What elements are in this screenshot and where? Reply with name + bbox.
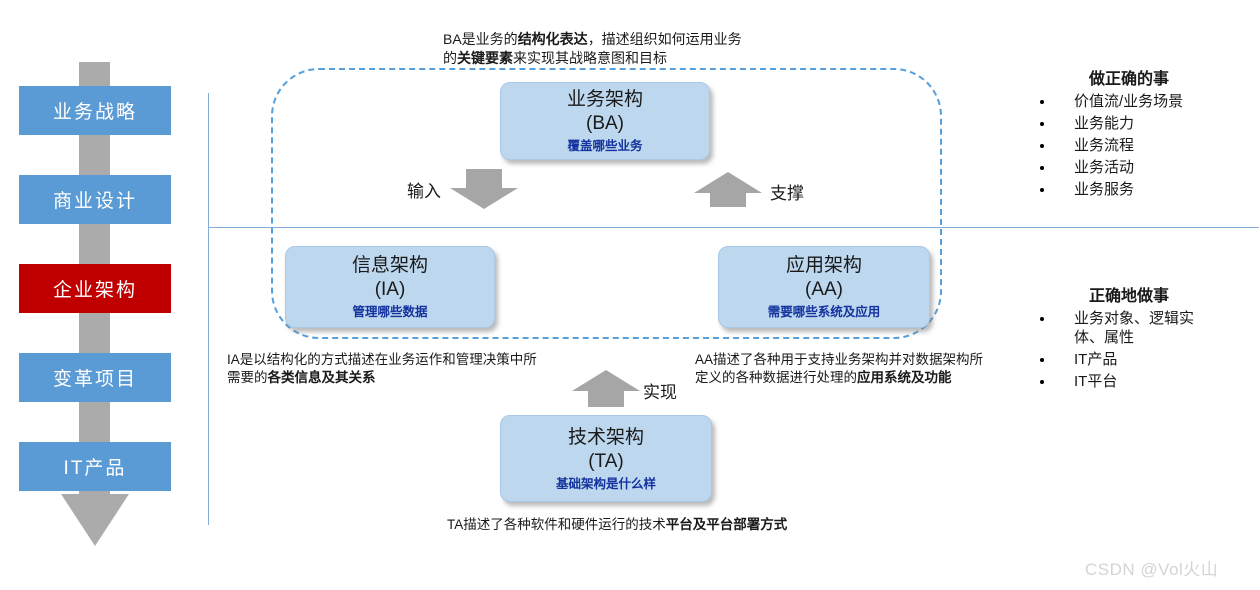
box-title: 信息架构 <box>351 255 428 276</box>
realize-up-arrow-icon <box>588 391 624 407</box>
ba-note-line2: 的关键要素来实现其战略意图和目标 <box>443 50 667 66</box>
ia-note-line1: IA是以结构化的方式描述在业务运作和管理决策中所 <box>227 352 537 367</box>
input-down-arrow-head-icon <box>450 188 518 209</box>
support-arrow-label: 支撑 <box>770 184 804 203</box>
aa-note-line2: 定义的各种数据进行处理的应用系统及功能 <box>695 370 952 385</box>
list-item: 业务活动 <box>1030 158 1258 177</box>
box-subtitle: 管理哪些数据 <box>352 305 428 319</box>
list-item: 价值流/业务场景 <box>1030 92 1258 111</box>
support-up-arrow-head-icon <box>694 172 762 193</box>
ba-description-note: BA是业务的结构化表达，描述组织如何运用业务 的关键要素来实现其战略意图和目标 <box>443 30 742 68</box>
box-abbr: (BA) <box>586 113 624 134</box>
bullet-dot-icon <box>1040 166 1044 170</box>
box-title: 应用架构 <box>785 255 862 276</box>
box-abbr: (AA) <box>805 279 843 300</box>
sidebar-item-business-design: 商业设计 <box>19 175 171 224</box>
vertical-divider-line <box>208 93 209 525</box>
box-subtitle: 基础架构是什么样 <box>555 476 656 491</box>
list-item: 业务服务 <box>1030 180 1258 199</box>
box-subtitle: 需要哪些系统及应用 <box>767 305 881 319</box>
csdn-watermark: CSDN @Vol火山 <box>1085 560 1219 579</box>
box-information-architecture: 信息架构 (IA) 管理哪些数据 <box>285 246 495 328</box>
bullet-dot-icon <box>1040 144 1044 148</box>
bullet-dot-icon <box>1040 100 1044 104</box>
sidebar-item-business-strategy: 业务战略 <box>19 86 171 135</box>
input-arrow-label: 输入 <box>407 182 441 201</box>
input-down-arrow-icon <box>466 169 502 188</box>
list-title: 做正确的事 <box>1088 71 1169 88</box>
realize-up-arrow-head-icon <box>572 370 640 391</box>
list-title: 正确地做事 <box>1088 288 1169 305</box>
list-item: 业务能力 <box>1030 114 1258 133</box>
box-title: 技术架构 <box>567 426 644 448</box>
realize-arrow-label: 实现 <box>643 383 677 402</box>
list-item: IT平台 <box>1030 372 1258 391</box>
support-up-arrow-icon <box>710 193 746 207</box>
box-subtitle: 覆盖哪些业务 <box>567 139 643 153</box>
box-abbr: (IA) <box>374 279 406 300</box>
list-item: IT产品 <box>1030 350 1258 369</box>
box-technical-architecture: 技术架构 (TA) 基础架构是什么样 <box>500 415 712 502</box>
box-business-architecture: 业务架构 (BA) 覆盖哪些业务 <box>500 82 710 160</box>
list-item: 业务流程 <box>1030 136 1258 155</box>
ta-description-note: TA描述了各种软件和硬件运行的技术平台及平台部署方式 <box>447 517 788 532</box>
sidebar-item-enterprise-architecture: 企业架构 <box>19 264 171 313</box>
bullet-dot-icon <box>1040 380 1044 384</box>
sidebar-flow-arrow-head-icon <box>61 494 129 546</box>
ba-scope-dashed-border <box>271 68 942 339</box>
bullet-dot-icon <box>1040 188 1044 192</box>
bullet-dot-icon <box>1040 317 1044 321</box>
aa-note-line1: AA描述了各种用于支持业务架构并对数据架构所 <box>695 352 984 367</box>
ia-note-line2: 需要的各类信息及其关系 <box>227 370 376 385</box>
aa-description-note: AA描述了各种用于支持业务架构并对数据架构所 定义的各种数据进行处理的应用系统及… <box>695 351 1030 387</box>
do-things-right-list: 正确地做事 业务对象、逻辑实体、属性 IT产品 IT平台 <box>1030 287 1258 391</box>
box-title: 业务架构 <box>566 89 643 110</box>
bullet-dot-icon <box>1040 358 1044 362</box>
box-application-architecture: 应用架构 (AA) 需要哪些系统及应用 <box>718 246 930 328</box>
sidebar-item-change-projects: 变革项目 <box>19 353 171 402</box>
list-item: 业务对象、逻辑实体、属性 <box>1030 309 1258 347</box>
do-right-things-list: 做正确的事 价值流/业务场景 业务能力 业务流程 业务活动 业务服务 <box>1030 70 1258 199</box>
ba-note-line1: BA是业务的结构化表达，描述组织如何运用业务 <box>443 31 742 47</box>
ia-description-note: IA是以结构化的方式描述在业务运作和管理决策中所 需要的各类信息及其关系 <box>227 351 587 387</box>
sidebar-item-it-products: IT产品 <box>19 442 171 491</box>
box-abbr: (TA) <box>588 450 624 472</box>
bullet-dot-icon <box>1040 122 1044 126</box>
horizontal-divider-line <box>208 227 1259 228</box>
